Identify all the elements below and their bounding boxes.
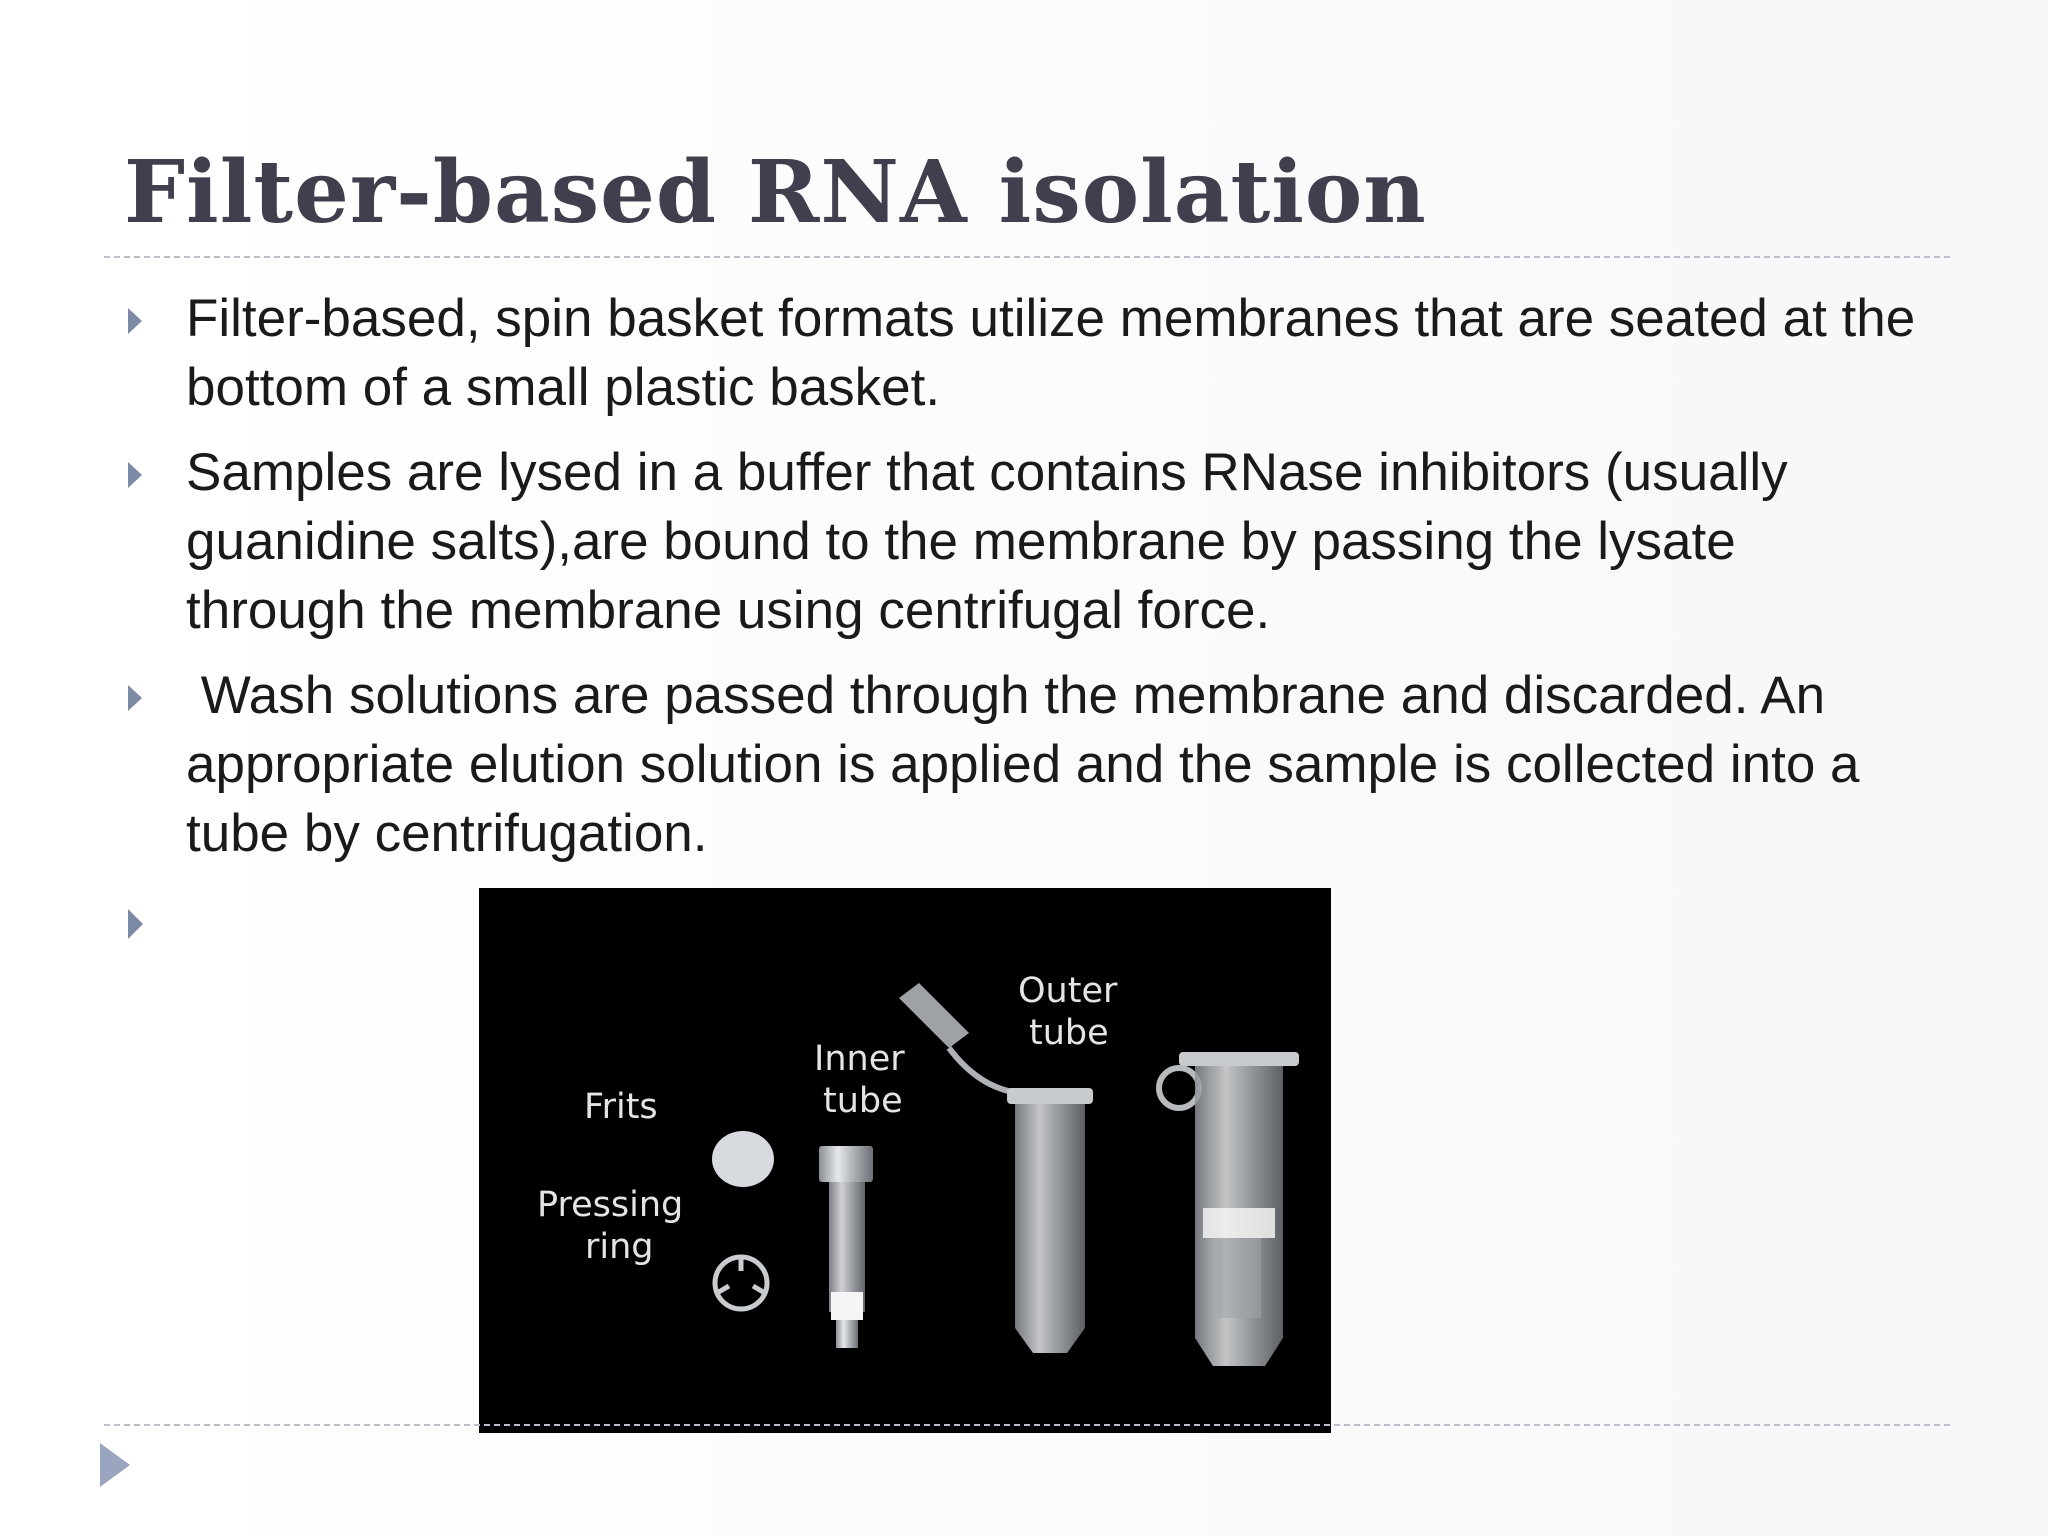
bullet-arrow-icon xyxy=(128,308,142,334)
bullet-text: Filter-based, spin basket formats utiliz… xyxy=(186,289,1916,417)
outer-tube-label-2: tube xyxy=(1029,1013,1109,1053)
next-slide-arrow-icon[interactable] xyxy=(100,1443,130,1487)
pressing-ring-label-2: ring xyxy=(585,1227,654,1267)
inner-tube-label: Inner xyxy=(814,1039,905,1079)
slide-title: Filter-based RNA isolation xyxy=(124,142,1427,243)
bullet-item: Filter-based, spin basket formats utiliz… xyxy=(120,284,1930,422)
inner-tube xyxy=(819,1146,873,1348)
bullet-text: Samples are lysed in a buffer that conta… xyxy=(186,443,1788,640)
footer-divider xyxy=(104,1424,1950,1426)
pressing-ring xyxy=(712,1254,770,1312)
outer-tube-label: Outer xyxy=(1018,971,1118,1011)
title-divider xyxy=(104,256,1950,258)
spin-column-photo: Frits Pressing ring Inner tube Outer tub… xyxy=(479,888,1331,1433)
bullet-arrow-icon xyxy=(128,462,142,488)
frits-label: Frits xyxy=(584,1087,658,1127)
bullet-arrow-icon xyxy=(128,685,142,711)
bullet-item: Wash solutions are passed through the me… xyxy=(120,661,1930,868)
bullet-arrow-icon xyxy=(128,909,143,939)
bullet-text: Wash solutions are passed through the me… xyxy=(186,666,1875,863)
bullet-list: Filter-based, spin basket formats utiliz… xyxy=(120,284,1930,884)
outer-tube xyxy=(899,983,1093,1353)
pressing-ring-label: Pressing xyxy=(537,1185,683,1225)
frit-disc xyxy=(712,1131,774,1187)
assembled-tube xyxy=(1156,1052,1299,1366)
inner-tube-label-2: tube xyxy=(823,1081,903,1121)
spin-column-illustration: Frits Pressing ring Inner tube Outer tub… xyxy=(537,971,1299,1366)
bullet-item: Samples are lysed in a buffer that conta… xyxy=(120,438,1930,645)
